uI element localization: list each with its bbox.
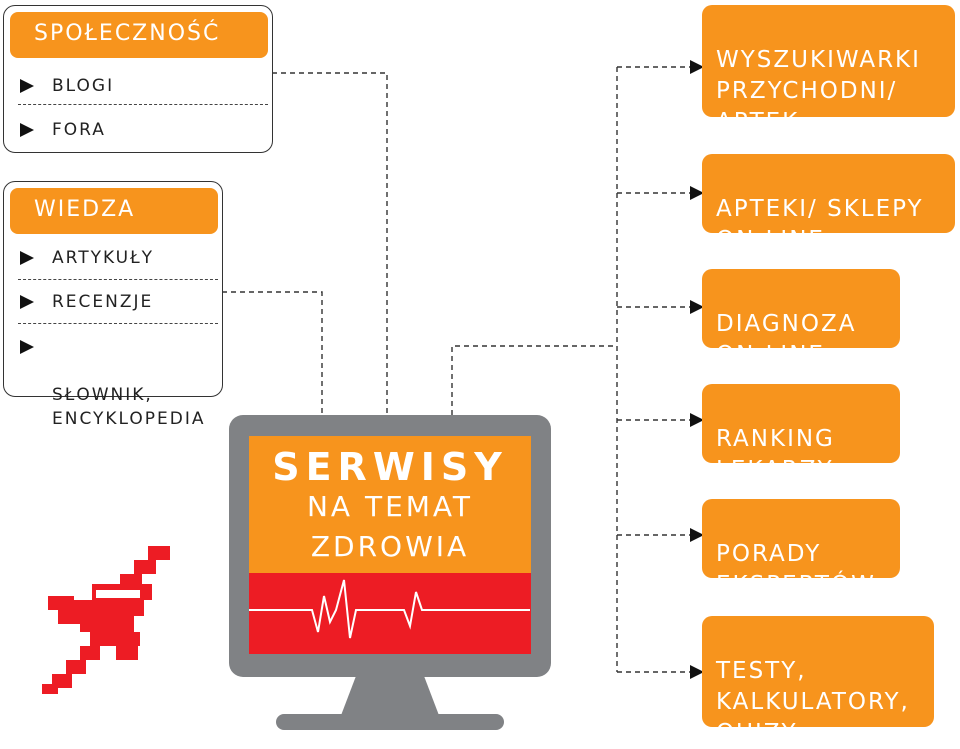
separator xyxy=(18,104,268,105)
service-online-diagnosis: DIAGNOZA ON-LINE xyxy=(702,269,900,368)
arrow-head-icon xyxy=(690,60,704,74)
arrow-right-icon xyxy=(20,340,34,354)
community-header: SPOŁECZNOŚĆ xyxy=(10,12,268,58)
service-expert-advice: PORADY EKSPERTÓW xyxy=(702,499,900,598)
arrow-right-icon xyxy=(20,251,34,265)
monitor-subtitle-line1: NA TEMAT xyxy=(306,490,474,523)
community-group: SPOŁECZNOŚĆ BLOGI FORA xyxy=(3,5,273,153)
connector-lines xyxy=(42,60,704,730)
knowledge-item-glossary: SŁOWNIK, ENCYKLOPEDIA xyxy=(4,335,222,431)
arrow-head-icon xyxy=(690,665,704,679)
monitor-subtitle-line2: ZDROWIA xyxy=(310,530,470,563)
service-tests-calculators: TESTY, KALKULATORY, QUIZY xyxy=(702,616,934,746)
community-item-blogs: BLOGI xyxy=(4,74,272,98)
separator xyxy=(18,323,218,324)
service-doctor-ranking: RANKING LEKARZY xyxy=(702,384,900,483)
separator xyxy=(18,279,218,280)
arrow-head-icon xyxy=(690,186,704,200)
arrow-head-icon xyxy=(690,413,704,427)
arrow-head-icon xyxy=(690,300,704,314)
knowledge-group: WIEDZA ARTYKUŁY RECENZJE SŁOWNIK, ENCYKL… xyxy=(3,181,223,429)
service-clinic-search: WYSZUKIWARKI PRZYCHODNI/ APTEK xyxy=(702,5,955,135)
monitor-icon xyxy=(229,415,551,730)
service-online-pharmacies: APTEKI/ SKLEPY ON-LINE xyxy=(702,154,955,253)
monitor-title: SERWISY xyxy=(272,445,508,489)
knowledge-item-articles: ARTYKUŁY xyxy=(4,246,222,270)
heartbeat-icon xyxy=(249,579,530,639)
arrow-right-icon xyxy=(20,295,34,309)
arrow-right-icon xyxy=(20,123,34,137)
knowledge-header: WIEDZA xyxy=(10,188,218,234)
pixel-eagle-logo xyxy=(42,546,170,694)
knowledge-item-reviews: RECENZJE xyxy=(4,290,222,314)
arrow-head-icon xyxy=(690,528,704,542)
arrow-right-icon xyxy=(20,79,34,93)
community-item-forums: FORA xyxy=(4,118,272,142)
